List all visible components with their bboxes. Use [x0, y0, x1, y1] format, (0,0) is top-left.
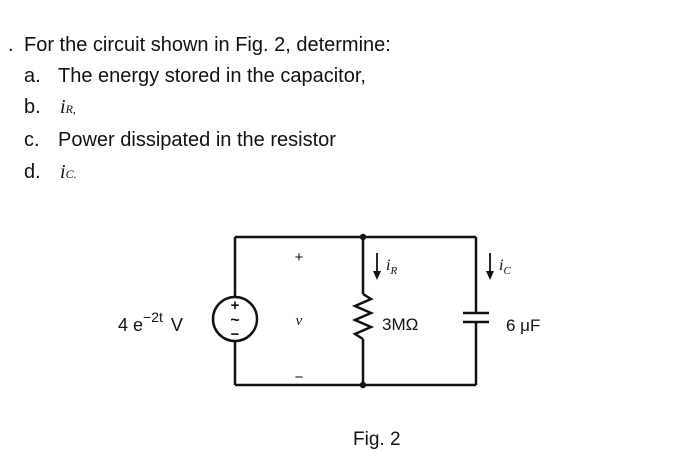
item-d-sub: C.	[65, 167, 77, 181]
source-label-base: 4 e	[118, 315, 143, 335]
source-label-unit: V	[171, 315, 183, 335]
iC-arrow-head	[486, 271, 494, 280]
item-d-i: i	[60, 161, 66, 183]
iC-subscript: C	[503, 265, 511, 277]
item-a-text: The energy stored in the capacitor,	[58, 65, 366, 87]
item-b-sub: R,	[65, 102, 76, 116]
item-d-marker: d.	[24, 161, 41, 183]
voltage-source-circle	[211, 295, 259, 343]
question-intro: For the circuit shown in Fig. 2, determi…	[24, 34, 391, 56]
resistor-value: 3MΩ	[382, 315, 418, 334]
node-dot-top	[359, 233, 367, 241]
node-dot-bottom	[359, 381, 367, 389]
item-b-i: i	[60, 96, 66, 118]
item-c-text: Power dissipated in the resistor	[58, 129, 336, 151]
iR-arrow-head	[373, 271, 381, 280]
source-minus: −	[231, 326, 240, 343]
item-a-marker: a.	[24, 65, 41, 87]
iC-symbol: i	[499, 257, 503, 274]
v-plus: +	[295, 249, 304, 266]
iR-label: iR	[386, 257, 397, 277]
item-b-symbol: iR,	[60, 97, 76, 117]
source-plus: +	[231, 297, 240, 314]
iC-label: iC	[499, 257, 511, 277]
iR-symbol: i	[386, 257, 390, 274]
v-label: v	[296, 313, 303, 329]
source-label-exponent: −2t	[143, 309, 163, 325]
iR-subscript: R	[389, 265, 397, 277]
figure-caption: Fig. 2	[353, 429, 401, 450]
item-c-marker: c.	[24, 129, 40, 151]
capacitor-value: 6 μF	[506, 316, 540, 335]
v-minus: −	[295, 369, 304, 386]
item-b-marker: b.	[24, 96, 41, 118]
lead-marker: .	[8, 34, 14, 56]
source-label: 4 e−2t V	[118, 309, 183, 335]
source-tilde: ~	[230, 312, 239, 329]
resistor-zigzag	[351, 292, 375, 341]
item-d-symbol: iC.	[60, 162, 77, 182]
